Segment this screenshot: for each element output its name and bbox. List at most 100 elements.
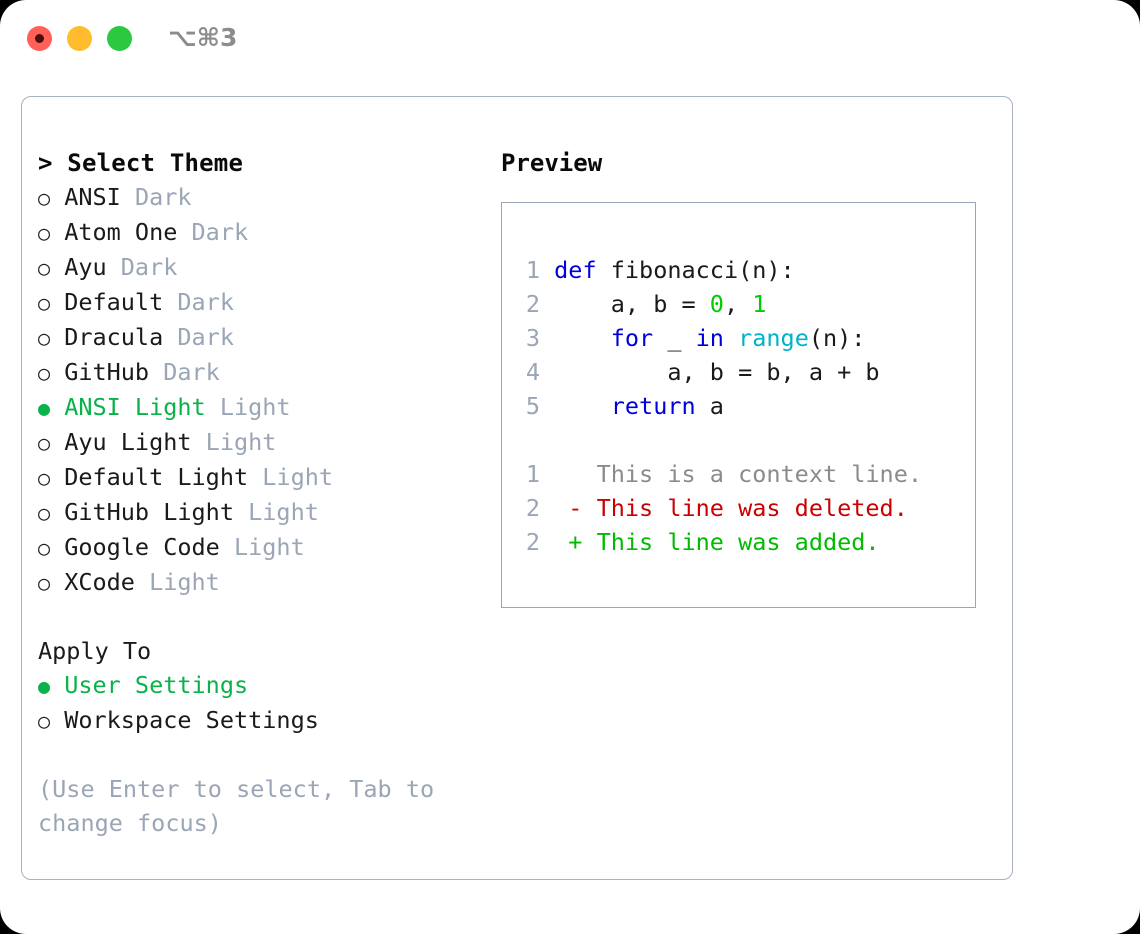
code-line: 1 def fibonacci(n): xyxy=(514,253,975,287)
theme-name: ANSI Light xyxy=(50,393,206,421)
radio-unselected-icon: ○ xyxy=(38,571,51,595)
radio-unselected-icon: ○ xyxy=(38,501,51,525)
theme-name: GitHub xyxy=(50,358,150,386)
code-token: return xyxy=(610,392,696,420)
line-number: 4 xyxy=(525,358,540,386)
preview-column: Preview 1 def fibonacci(n):2 a, b = 0, 1… xyxy=(501,146,991,608)
radio-unselected-icon: ○ xyxy=(38,291,51,315)
maximize-window-button[interactable] xyxy=(107,26,132,51)
code-token: 1 xyxy=(752,290,767,318)
diff-line: 1 This is a context line. xyxy=(514,457,975,491)
theme-kind-label: Dark xyxy=(163,288,234,316)
theme-option-google-code[interactable]: ○ Google Code Light xyxy=(38,530,488,565)
radio-unselected-icon: ○ xyxy=(38,709,51,733)
line-number: 1 xyxy=(525,460,540,488)
line-number: 2 xyxy=(525,528,540,556)
theme-kind-label: Light xyxy=(191,428,277,456)
line-number: 2 xyxy=(525,494,540,522)
code-line: 3 for _ in range(n): xyxy=(514,321,975,355)
code-token: 0 xyxy=(709,290,724,318)
code-token: fibonacci(n): xyxy=(596,256,795,284)
radio-unselected-icon: ○ xyxy=(38,256,51,280)
theme-kind-label: Light xyxy=(248,463,334,491)
diff-text: - This line was deleted. xyxy=(540,494,908,522)
radio-selected-icon: ● xyxy=(38,674,51,698)
theme-name: XCode xyxy=(50,568,135,596)
apply-to-list: ● User Settings○ Workspace Settings xyxy=(38,668,488,738)
code-token: a, b = b, a + b xyxy=(554,358,880,386)
theme-kind-label: Light xyxy=(233,498,319,526)
theme-option-ayu-light[interactable]: ○ Ayu Light Light xyxy=(38,425,488,460)
theme-selection-column: > Select Theme ○ ANSI Dark○ Atom One Dar… xyxy=(38,146,488,840)
code-token: a, b = xyxy=(554,290,710,318)
code-token: in xyxy=(695,324,724,352)
theme-option-ayu[interactable]: ○ Ayu Dark xyxy=(38,250,488,285)
diff-sample: 1 This is a context line.2 - This line w… xyxy=(514,457,975,559)
theme-option-github[interactable]: ○ GitHub Dark xyxy=(38,355,488,390)
diff-text: This is a context line. xyxy=(540,460,923,488)
preview-title: Preview xyxy=(501,149,603,177)
gutter-space xyxy=(540,358,554,386)
radio-unselected-icon: ○ xyxy=(38,466,51,490)
code-line: 2 a, b = 0, 1 xyxy=(514,287,975,321)
code-token xyxy=(724,324,738,352)
theme-kind-label: Dark xyxy=(149,358,220,386)
apply-to-option-user-settings[interactable]: ● User Settings xyxy=(38,668,488,703)
code-line: 4 a, b = b, a + b xyxy=(514,355,975,389)
theme-kind-label: Light xyxy=(134,568,220,596)
line-number: 3 xyxy=(525,324,540,352)
diff-text: + This line was added. xyxy=(540,528,880,556)
title-bar: ⌥⌘3 xyxy=(0,0,1140,78)
theme-option-atom-one[interactable]: ○ Atom One Dark xyxy=(38,215,488,250)
theme-name: Google Code xyxy=(50,533,220,561)
theme-name: GitHub Light xyxy=(50,498,234,526)
code-token: _ xyxy=(653,324,696,352)
theme-name: Atom One xyxy=(50,218,178,246)
keyboard-shortcut-label: ⌥⌘3 xyxy=(168,23,238,52)
radio-unselected-icon: ○ xyxy=(38,431,51,455)
code-token xyxy=(554,324,611,352)
theme-option-dracula[interactable]: ○ Dracula Dark xyxy=(38,320,488,355)
theme-option-github-light[interactable]: ○ GitHub Light Light xyxy=(38,495,488,530)
gutter-space xyxy=(540,324,554,352)
code-token: , xyxy=(723,290,753,318)
page-title: > Select Theme xyxy=(38,149,244,177)
close-icon xyxy=(35,34,44,43)
minimize-window-button[interactable] xyxy=(67,26,92,51)
theme-option-ansi[interactable]: ○ ANSI Dark xyxy=(38,180,488,215)
theme-name: Ayu xyxy=(50,253,107,281)
line-number: 1 xyxy=(525,256,540,284)
theme-option-default-light[interactable]: ○ Default Light Light xyxy=(38,460,488,495)
theme-option-default[interactable]: ○ Default Dark xyxy=(38,285,488,320)
theme-list: ○ ANSI Dark○ Atom One Dark○ Ayu Dark○ De… xyxy=(38,180,488,600)
apply-to-option-workspace-settings[interactable]: ○ Workspace Settings xyxy=(38,703,488,738)
apply-to-header: Apply To xyxy=(38,637,152,665)
theme-kind-label: Light xyxy=(219,533,305,561)
theme-option-xcode[interactable]: ○ XCode Light xyxy=(38,565,488,600)
theme-name: ANSI xyxy=(50,183,121,211)
theme-name: Default xyxy=(50,288,164,316)
code-token: for xyxy=(610,324,654,352)
theme-name: Dracula xyxy=(50,323,164,351)
radio-unselected-icon: ○ xyxy=(38,186,51,210)
theme-option-ansi-light[interactable]: ● ANSI Light Light xyxy=(38,390,488,425)
keyboard-hint: (Use Enter to select, Tab to change focu… xyxy=(38,775,435,837)
code-line: 5 return a xyxy=(514,389,975,423)
radio-unselected-icon: ○ xyxy=(38,536,51,560)
apply-to-label: Workspace Settings xyxy=(50,706,319,734)
diff-line: 2 + This line was added. xyxy=(514,525,975,559)
radio-unselected-icon: ○ xyxy=(38,361,51,385)
radio-unselected-icon: ○ xyxy=(38,326,51,350)
content-panel: > Select Theme ○ ANSI Dark○ Atom One Dar… xyxy=(21,96,1013,880)
gutter-space xyxy=(540,392,554,420)
theme-name: Ayu Light xyxy=(50,428,192,456)
theme-kind-label: Dark xyxy=(163,323,234,351)
radio-unselected-icon: ○ xyxy=(38,221,51,245)
spacer xyxy=(514,423,975,457)
gutter-space xyxy=(540,256,554,284)
line-number: 2 xyxy=(525,290,540,318)
code-token: def xyxy=(554,256,597,284)
theme-kind-label: Light xyxy=(205,393,291,421)
